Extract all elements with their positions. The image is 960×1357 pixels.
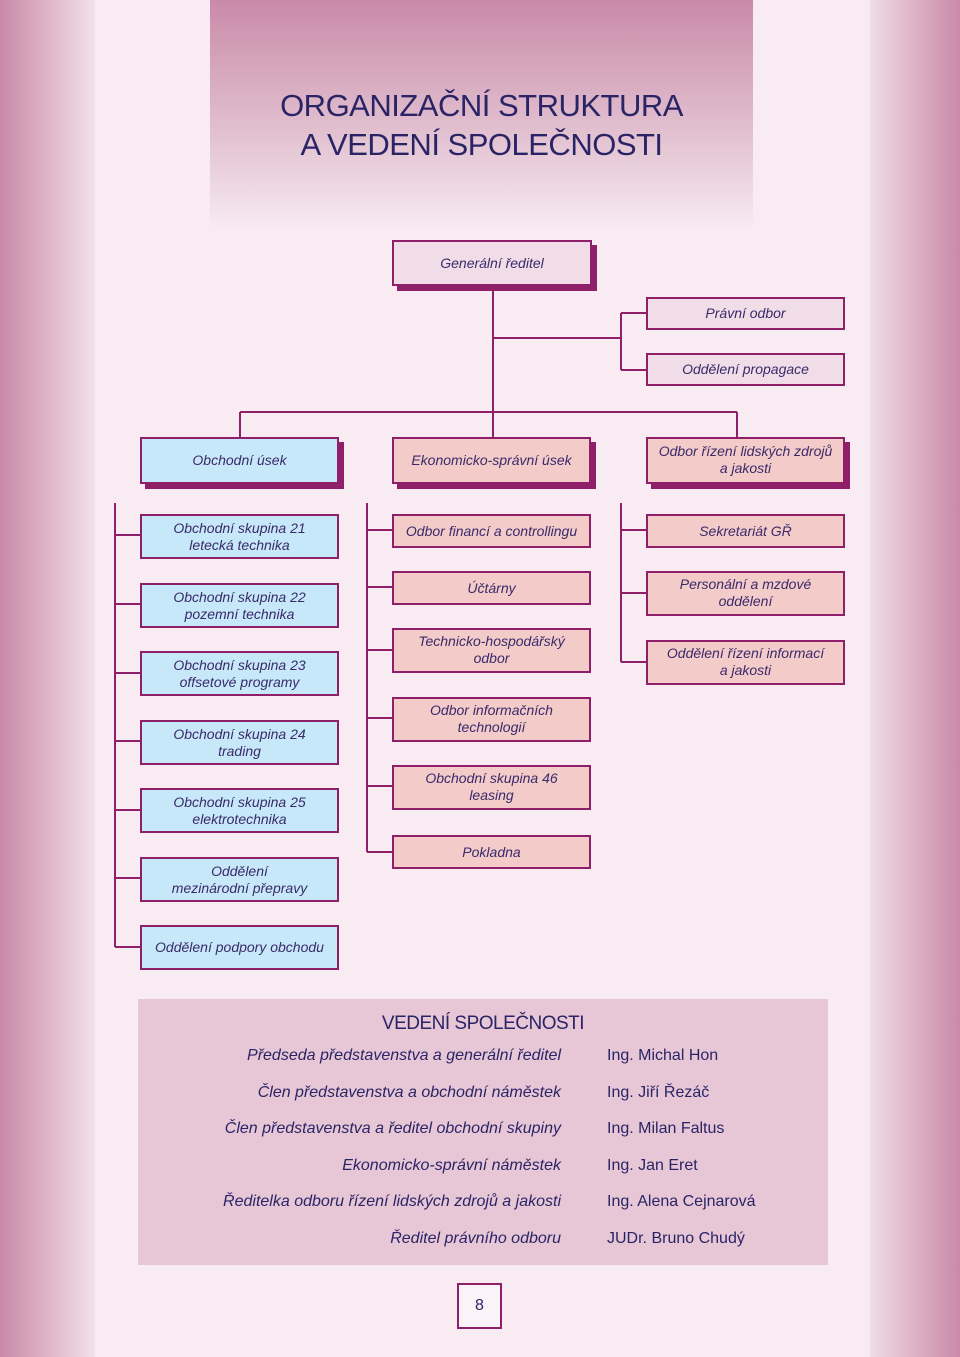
unit-sales-22-line-1: Obchodní skupina 22 — [173, 589, 306, 605]
unit-sales-25-line-2: elektrotechnika — [192, 811, 287, 827]
management-row: Ředitel právního odboru JUDr. Bruno Chud… — [138, 1230, 828, 1254]
unit-transport-line-1: Oddělení — [211, 863, 268, 879]
management-row: Ředitelka odboru řízení lidských zdrojů … — [138, 1193, 828, 1217]
unit-sales-25-line-1: Obchodní skupina 25 — [173, 794, 306, 810]
staff-promotion-label: Oddělení propagace — [682, 361, 809, 377]
unit-sales-24-box: Obchodní skupina 24 trading — [140, 720, 339, 765]
unit-technical-box: Technicko-hospodářský odbor — [392, 628, 591, 673]
management-name: Ing. Jiří Řezáč — [607, 1084, 710, 1101]
unit-leasing-line-1: Obchodní skupina 46 — [425, 770, 558, 786]
management-title: VEDENÍ SPOLEČNOSTI — [381, 1013, 585, 1034]
unit-sales-support-label: Oddělení podpory obchodu — [155, 939, 324, 955]
unit-it-line-1: Odbor informačních — [430, 702, 553, 718]
division-hr-box: Odbor řízení lidských zdrojů a jakosti — [646, 437, 845, 484]
unit-sales-21-box: Obchodní skupina 21 letecká technika — [140, 514, 339, 559]
management-row: Předseda představenstva a generální ředi… — [138, 1047, 828, 1071]
management-panel: VEDENÍ SPOLEČNOSTI Předseda představenst… — [138, 999, 828, 1265]
unit-personnel-line-1: Personální a mzdové — [679, 576, 812, 592]
ceo-box: Generální ředitel — [392, 240, 592, 286]
management-name: Ing. Alena Cejnarová — [607, 1193, 756, 1210]
unit-sales-23-box: Obchodní skupina 23 offsetové programy — [140, 651, 339, 696]
unit-cashdesk-label: Pokladna — [462, 843, 521, 860]
unit-information-line-1: Oddělení řízení informací — [666, 645, 825, 661]
unit-sales-24-line-2: trading — [218, 743, 261, 759]
division-sales-box: Obchodní úsek — [140, 437, 339, 484]
management-name: Ing. Jan Eret — [607, 1157, 698, 1174]
management-row: Ekonomicko-správní náměstek Ing. Jan Ere… — [138, 1157, 828, 1181]
management-row: Člen představenstva a ředitel obchodní s… — [138, 1120, 828, 1144]
unit-sales-21-line-2: letecká technika — [189, 537, 290, 553]
management-name: Ing. Milan Faltus — [607, 1120, 725, 1137]
ceo-label: Generální ředitel — [440, 254, 544, 271]
management-role: Ředitel právního odboru — [390, 1230, 561, 1247]
division-hr-label-line-2: a jakosti — [719, 460, 772, 476]
unit-finance-box: Odbor financí a controllingu — [392, 514, 591, 548]
unit-personnel-line-2: oddělení — [718, 593, 773, 609]
division-economic-box: Ekonomicko-správní úsek — [392, 437, 591, 484]
management-role: Předseda představenstva a generální ředi… — [247, 1047, 561, 1064]
management-role: Člen představenstva a obchodní náměstek — [257, 1084, 561, 1101]
page-title: ORGANIZAČNÍ STRUKTURA A VEDENÍ SPOLEČNOS… — [210, 86, 753, 164]
unit-accounting-box: Účtárny — [392, 571, 591, 605]
unit-cashdesk-box: Pokladna — [392, 835, 591, 869]
unit-accounting-label: Účtárny — [467, 579, 516, 596]
unit-personnel-box: Personální a mzdové oddělení — [646, 571, 845, 616]
page-number: 8 — [457, 1283, 502, 1329]
staff-legal-label: Právní odbor — [705, 305, 786, 321]
unit-sales-23-line-1: Obchodní skupina 23 — [173, 657, 306, 673]
unit-it-line-2: technologií — [457, 719, 526, 735]
unit-secretariat-box: Sekretariát GŘ — [646, 514, 845, 548]
unit-leasing-box: Obchodní skupina 46 leasing — [392, 765, 591, 810]
unit-transport-line-2: mezinárodní přepravy — [171, 880, 308, 896]
unit-sales-support-box: Oddělení podpory obchodu — [140, 925, 339, 970]
unit-sales-25-box: Obchodní skupina 25 elektrotechnika — [140, 788, 339, 833]
unit-technical-line-1: Technicko-hospodářský — [418, 633, 565, 649]
management-role: Ředitelka odboru řízení lidských zdrojů … — [223, 1193, 561, 1210]
unit-sales-22-line-2: pozemní technika — [184, 606, 295, 622]
unit-leasing-line-2: leasing — [469, 787, 514, 803]
management-role: Ekonomicko-správní náměstek — [342, 1157, 561, 1174]
unit-sales-23-line-2: offsetové programy — [179, 674, 300, 690]
management-role: Člen představenstva a ředitel obchodní s… — [224, 1120, 561, 1137]
division-hr-label-line-1: Odbor řízení lidských zdrojů — [658, 443, 833, 459]
management-name: Ing. Michal Hon — [607, 1047, 719, 1064]
unit-it-box: Odbor informačních technologií — [392, 697, 591, 742]
management-row: Člen představenstva a obchodní náměstek … — [138, 1084, 828, 1108]
page-title-line-1: ORGANIZAČNÍ STRUKTURA — [280, 88, 683, 123]
unit-information-box: Oddělení řízení informací a jakosti — [646, 640, 845, 685]
division-sales-label: Obchodní úsek — [192, 452, 287, 468]
header-band — [210, 0, 753, 232]
unit-sales-22-box: Obchodní skupina 22 pozemní technika — [140, 583, 339, 628]
staff-legal-box: Právní odbor — [646, 297, 845, 330]
unit-information-line-2: a jakosti — [719, 662, 772, 678]
unit-technical-line-2: odbor — [473, 650, 510, 666]
management-name: JUDr. Bruno Chudý — [607, 1230, 745, 1247]
staff-promotion-box: Oddělení propagace — [646, 353, 845, 386]
unit-transport-box: Oddělení mezinárodní přepravy — [140, 857, 339, 902]
unit-secretariat-label: Sekretariát GŘ — [699, 522, 792, 539]
division-economic-label: Ekonomicko-správní úsek — [411, 452, 572, 468]
unit-sales-24-line-1: Obchodní skupina 24 — [173, 726, 306, 742]
page-title-line-2: A VEDENÍ SPOLEČNOSTI — [300, 127, 663, 162]
unit-sales-21-line-1: Obchodní skupina 21 — [173, 520, 306, 536]
unit-finance-label: Odbor financí a controllingu — [405, 522, 578, 539]
